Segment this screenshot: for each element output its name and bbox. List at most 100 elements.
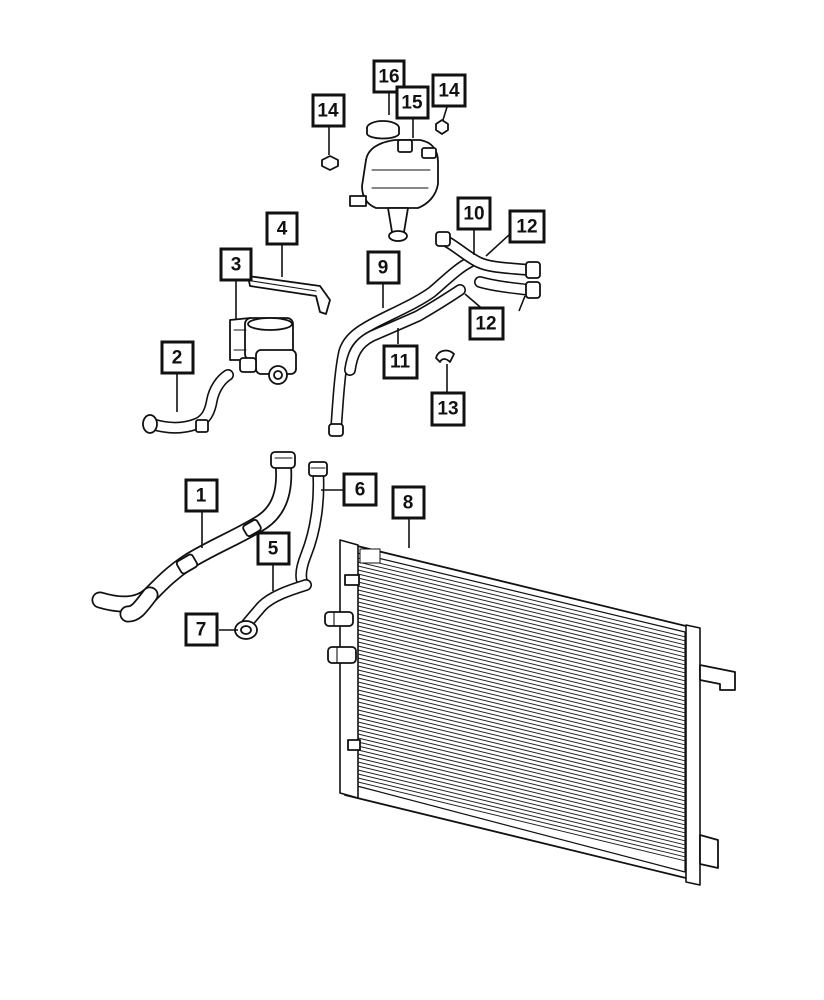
radiator-fin xyxy=(357,701,686,782)
radiator-fin xyxy=(357,749,686,830)
callout-5: 5 xyxy=(256,531,291,566)
nut-right xyxy=(435,119,449,135)
callout-14-right: 14 xyxy=(431,73,467,108)
callout-9: 9 xyxy=(366,250,401,285)
callout-14-left-label: 14 xyxy=(317,101,339,122)
callout-12-bottom-label: 12 xyxy=(475,314,496,335)
radiator-fin xyxy=(357,617,686,698)
callout-8: 8 xyxy=(391,485,426,520)
callout-4: 4 xyxy=(265,211,299,246)
radiator-fin xyxy=(357,653,686,734)
coolant-reservoir xyxy=(349,139,439,242)
radiator-fin xyxy=(357,565,686,646)
radiator-fin xyxy=(357,605,686,686)
radiator-fin xyxy=(357,561,686,642)
callout-13: 13 xyxy=(430,391,466,427)
clip-13 xyxy=(435,349,455,363)
callout-7: 7 xyxy=(184,612,219,647)
radiator-fin xyxy=(357,609,686,690)
leader-lines xyxy=(176,93,526,631)
callout-5-label: 5 xyxy=(268,539,279,560)
hose-2 xyxy=(142,369,234,434)
callout-2-label: 2 xyxy=(172,348,183,369)
radiator-fin xyxy=(357,613,686,694)
nut-left xyxy=(321,155,339,171)
reservoir-cap xyxy=(366,120,400,140)
radiator-fin xyxy=(357,557,686,638)
callout-10: 10 xyxy=(456,196,492,231)
radiator-fin xyxy=(357,657,686,738)
hose-5 xyxy=(239,579,312,632)
callout-12-top: 12 xyxy=(508,209,546,244)
callout-14-left: 14 xyxy=(311,93,346,128)
radiator-fin xyxy=(357,761,686,842)
radiator-fin xyxy=(357,689,686,770)
radiator-fins xyxy=(357,557,686,862)
radiator-fin xyxy=(357,577,686,658)
callout-2: 2 xyxy=(160,340,195,375)
callout-15: 15 xyxy=(395,85,430,120)
radiator-fin xyxy=(357,753,686,834)
radiator-fin xyxy=(357,581,686,662)
hose-11 xyxy=(344,284,466,376)
radiator-fin xyxy=(357,697,686,778)
hose-10 xyxy=(435,231,541,299)
radiator-fin xyxy=(357,725,686,806)
radiator-fin xyxy=(357,661,686,742)
radiator-fin xyxy=(357,621,686,702)
radiator-fin xyxy=(357,593,686,674)
radiator-fin xyxy=(357,705,686,786)
callout-4-label: 4 xyxy=(277,219,288,240)
callout-14-right-label: 14 xyxy=(438,81,460,102)
radiator-fin xyxy=(357,769,686,850)
radiator-fin xyxy=(357,729,686,810)
radiator-fin xyxy=(357,709,686,790)
radiator-fin xyxy=(357,777,686,858)
radiator-fin xyxy=(357,685,686,766)
radiator-fin xyxy=(357,637,686,718)
callout-6: 6 xyxy=(342,472,378,507)
callout-8-label: 8 xyxy=(403,493,414,514)
radiator-fin xyxy=(357,773,686,854)
hose-6 xyxy=(295,461,328,591)
radiator-fin xyxy=(357,649,686,730)
radiator-fin xyxy=(357,677,686,758)
callout-15-label: 15 xyxy=(401,93,423,114)
radiator-inlet-fitting xyxy=(324,611,357,664)
radiator-fin xyxy=(357,741,686,822)
radiator-fin xyxy=(357,633,686,714)
radiator-fin xyxy=(357,589,686,670)
radiator-fin xyxy=(357,721,686,802)
radiator-fin xyxy=(357,641,686,722)
radiator-fin xyxy=(357,597,686,678)
radiator-fin xyxy=(357,713,686,794)
coolant-pump xyxy=(229,317,297,385)
radiator-fin xyxy=(357,665,686,746)
callout-12-bottom: 12 xyxy=(468,306,505,341)
radiator-fin xyxy=(357,569,686,650)
bracket-4 xyxy=(247,275,331,315)
hose-9 xyxy=(328,256,476,437)
radiator-assembly xyxy=(324,539,736,886)
callout-6-label: 6 xyxy=(355,480,366,501)
radiator-fin xyxy=(357,781,686,862)
callout-3: 3 xyxy=(219,247,253,282)
callout-12-top-label: 12 xyxy=(516,217,537,238)
radiator-fin xyxy=(357,717,686,798)
radiator-fin xyxy=(357,645,686,726)
callout-11: 11 xyxy=(382,344,419,380)
callout-3-label: 3 xyxy=(231,255,242,276)
radiator-fin xyxy=(357,573,686,654)
radiator-fin xyxy=(357,733,686,814)
callout-10-label: 10 xyxy=(463,204,484,225)
callout-16-label: 16 xyxy=(378,67,399,88)
radiator-fin xyxy=(357,669,686,750)
radiator-fin xyxy=(357,765,686,846)
radiator-fin xyxy=(357,601,686,682)
callout-9-label: 9 xyxy=(378,258,389,279)
radiator-fin xyxy=(357,585,686,666)
radiator-fin xyxy=(357,757,686,838)
callout-11-label: 11 xyxy=(390,352,411,373)
callout-1-label: 1 xyxy=(196,486,207,507)
